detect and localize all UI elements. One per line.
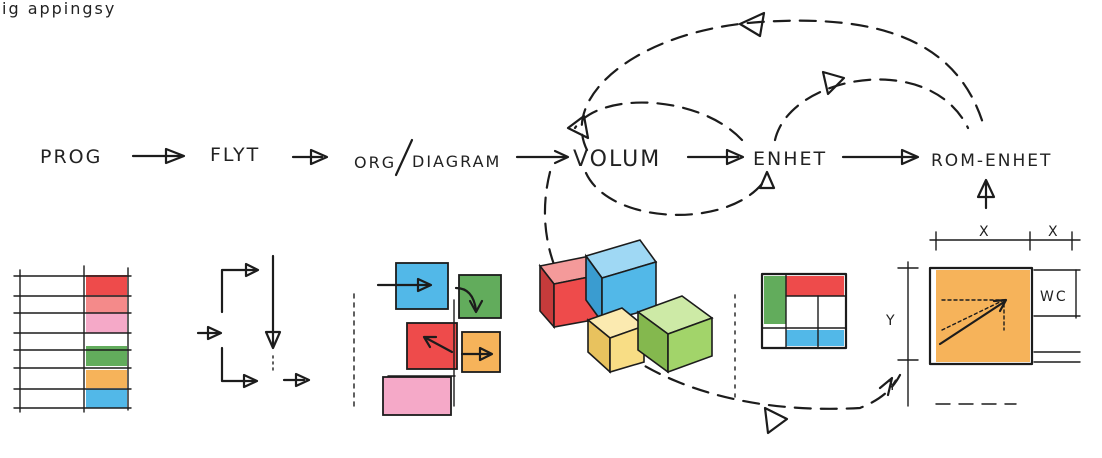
loop-enhet-romenhet-arrowhead [821,70,846,96]
label-diagram: DIAGRAM [412,152,501,171]
cube-lime [636,295,714,374]
program-swatch-red-light [86,295,127,313]
program-table [13,265,132,413]
loop-enhet-romenhet [773,78,970,142]
loop-volum-enhet-bottom [584,171,767,216]
header-fragment: ig appingsy [2,0,116,18]
unit-outline [760,272,848,350]
loop-volum-enhet-top-arrowhead [566,114,590,140]
dim-x-2: X [1048,224,1060,240]
arrow-enhet-romenhet [841,148,920,166]
room-unit: X X Y Y WC [885,224,1081,407]
loop-volum-enhet-bottom-arrowhead [758,170,776,190]
cube-yellow [586,307,646,374]
label-prog: PROG [40,146,102,168]
program-swatch-red [86,275,127,295]
program-swatch-orange [86,370,127,388]
loop-bottom-arrowhead-2 [878,376,894,397]
unit-plan [760,272,848,350]
org-box-green [458,274,502,319]
label-wc: WC [1040,289,1068,305]
dim-x-1: X [979,224,991,240]
org-box-pink [382,376,452,416]
arrow-volum-enhet [686,148,745,166]
label-org: ORG [354,153,396,172]
label-enhet: ENHET [753,148,827,170]
loop-outer-arrowhead [738,11,766,38]
arrow-flyt-org [291,148,329,166]
label-flyt: FLYT [210,144,260,166]
slash-divider [394,138,414,177]
program-swatch-pink [86,313,127,333]
arrow-prog-flyt [131,147,186,165]
org-box-red [406,322,458,370]
unit-zone-blue [786,330,844,346]
arrow-up-head [976,178,996,199]
dim-y-1: Y [885,313,897,329]
room-outline [928,266,1034,366]
label-volum: VOLUM [573,147,661,172]
loop-outer [580,19,987,152]
program-swatch-green [86,346,127,366]
program-swatch-blue [86,389,127,408]
dim-y-2: Y [887,378,899,394]
unit-zone-red [786,276,844,296]
volume-cubes [538,239,714,374]
organisation-diagram [376,262,502,416]
flow-sketch [196,254,311,389]
label-rom-enhet: ROM-ENHET [931,151,1052,171]
arrow-diagram-volum [515,149,570,165]
loop-volum-enhet-top [573,101,744,142]
loop-bottom-arrowhead [763,406,789,435]
loop-bottom-return [544,170,902,410]
unit-zone-green [764,276,786,324]
